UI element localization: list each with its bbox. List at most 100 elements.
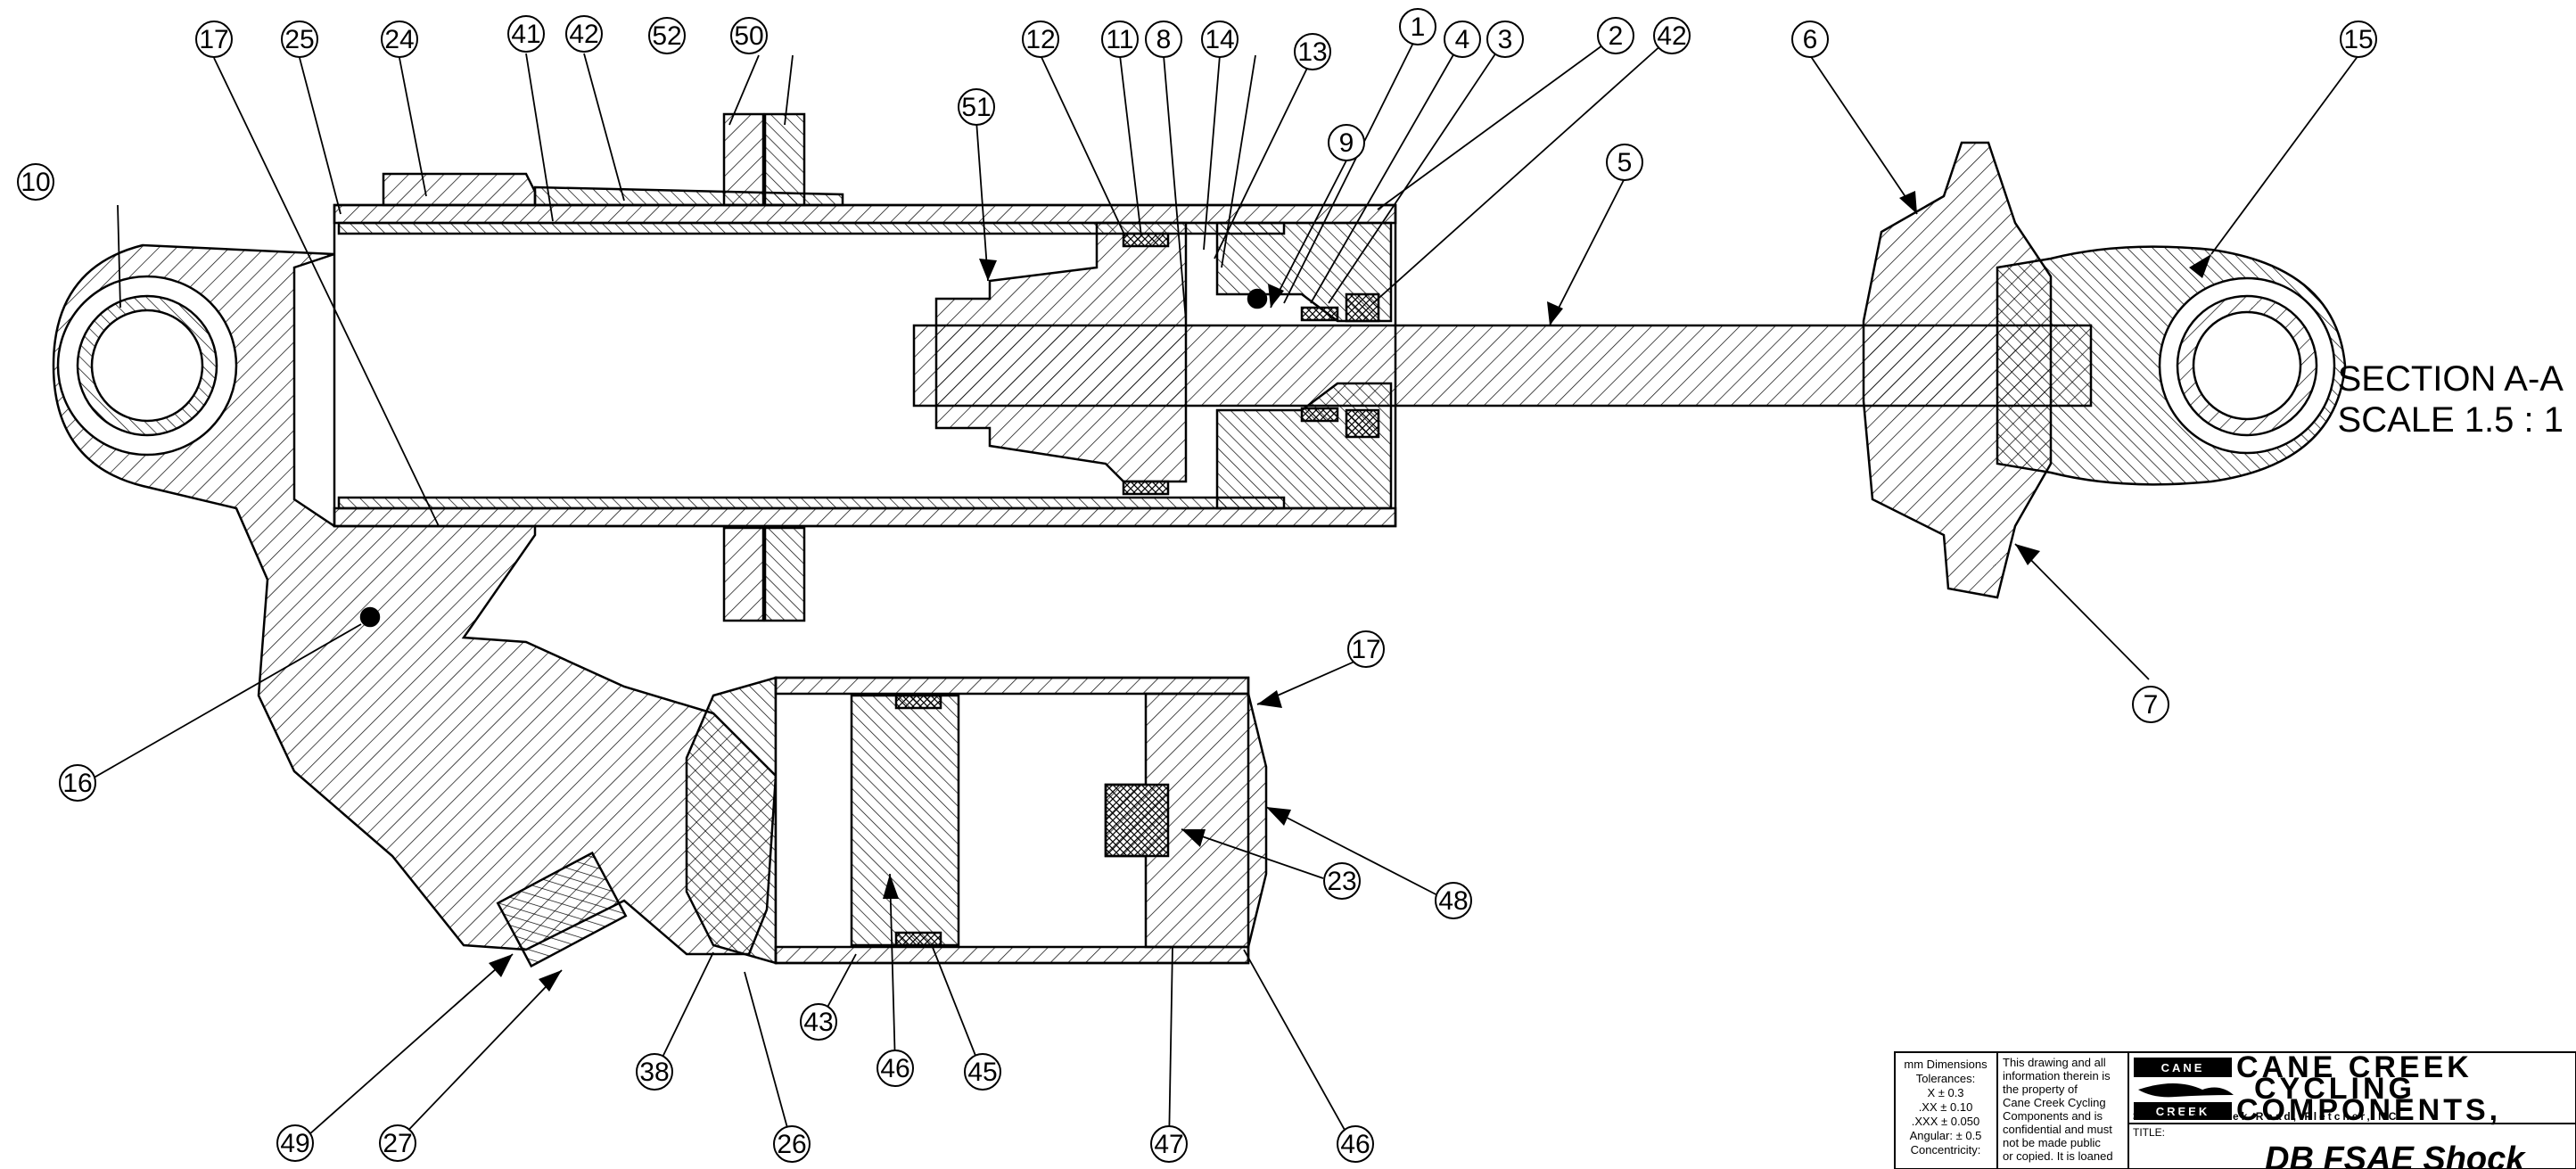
balloon-circle	[59, 764, 96, 802]
tolerance-line: .XXX ± 0.050	[1912, 1115, 1980, 1128]
right-eyelet-bore	[2192, 310, 2302, 421]
balloon-label: 46	[880, 1054, 909, 1083]
notice-line: Components and is	[2003, 1109, 2103, 1123]
balloon-circle	[2132, 686, 2169, 723]
notice-line: Cane Creek Cycling	[2003, 1096, 2106, 1109]
balloon-3: 3	[1486, 21, 1524, 58]
balloon-circle	[800, 1003, 837, 1041]
balloon-label: 48	[1438, 886, 1468, 916]
hose-fitting	[496, 851, 628, 968]
balloon-circle	[565, 15, 603, 53]
balloon-circle	[1606, 144, 1643, 181]
balloon-circle	[1328, 124, 1365, 161]
balloon-circle	[636, 1053, 673, 1091]
balloon-38: 38	[636, 1053, 673, 1091]
section-scale: SCALE 1.5 : 1	[2338, 400, 2564, 440]
reservoir-wall-bottom	[774, 945, 1250, 965]
balloon-7: 7	[2132, 686, 2169, 723]
balloon-42: 42	[1653, 17, 1691, 54]
balloon-circle	[1323, 862, 1361, 900]
balloon-11: 11	[1101, 21, 1139, 58]
ifp-seal-bottom	[894, 931, 942, 947]
check-ball-dot	[1247, 288, 1268, 309]
logo-lizard-mark	[2138, 1083, 2234, 1098]
company-line-2: CYCLING	[2254, 1072, 2416, 1106]
balloon-51: 51	[958, 88, 995, 126]
balloon-circle	[1435, 882, 1472, 919]
schrader-valve	[1104, 783, 1170, 858]
balloon-circle	[1597, 17, 1634, 54]
balloon-label: 24	[384, 25, 414, 54]
balloon-label: 3	[1498, 25, 1513, 54]
balloon-label: 41	[511, 20, 540, 49]
balloon-13: 13	[1294, 33, 1331, 70]
notice-line: or copied. It is loaned	[2003, 1149, 2113, 1163]
logo-creek: CREEK	[2156, 1105, 2210, 1118]
collar-top	[382, 172, 537, 207]
balloon-circle	[1022, 21, 1059, 58]
tolerance-line: mm Dimensions	[1904, 1058, 1988, 1071]
company-line-3: COMPONENTS,	[2236, 1093, 2501, 1127]
drawing-title: DB FSAE Shock	[2265, 1140, 2526, 1169]
balloon-26: 26	[773, 1125, 811, 1163]
balloon-label: 5	[1617, 148, 1633, 177]
adjuster-lower-b	[763, 526, 806, 622]
logo-bar-bottom	[2134, 1102, 2232, 1120]
ifp	[850, 694, 960, 947]
balloon-label: 7	[2144, 690, 2159, 720]
balloon-23: 23	[1323, 862, 1361, 900]
balloon-50: 50	[730, 17, 768, 54]
shock-geometry	[52, 112, 2347, 968]
balloon-27: 27	[379, 1124, 416, 1162]
reservoir-wall-top	[774, 676, 1250, 696]
rod-seal-top	[1300, 306, 1339, 322]
inner-tube-wall-bottom	[337, 496, 1286, 510]
outer-tube-wall-bottom	[333, 506, 1397, 528]
balloon-circle	[379, 1124, 416, 1162]
balloon-46: 46	[876, 1050, 914, 1087]
balloon-label: 47	[1154, 1130, 1183, 1159]
balloon-label: 12	[1025, 25, 1055, 54]
balloon-label: 4	[1455, 25, 1470, 54]
balloon-49: 49	[276, 1124, 314, 1162]
bleed-port-dot	[359, 606, 381, 628]
balloon-circle	[1444, 21, 1481, 58]
leader-arrowheads	[489, 191, 2211, 992]
balloon-circle	[1201, 21, 1239, 58]
balloon-43: 43	[800, 1003, 837, 1041]
balloon-15: 15	[2340, 21, 2377, 58]
balloon-label: 42	[569, 20, 598, 49]
balloon-42: 42	[565, 15, 603, 53]
balloon-label: 52	[652, 21, 681, 51]
adjuster-50	[763, 112, 806, 207]
balloon-2: 2	[1597, 17, 1634, 54]
balloon-circle	[1150, 1125, 1188, 1163]
balloon-label: 27	[383, 1129, 412, 1158]
balloon-circle	[2340, 21, 2377, 58]
balloon-circle	[1337, 1125, 1374, 1163]
balloon-9: 9	[1328, 124, 1365, 161]
balloon-label: 23	[1327, 867, 1356, 896]
balloon-label: 42	[1657, 21, 1686, 51]
balloon-label: 16	[62, 769, 92, 798]
ifp-seal-top	[894, 694, 942, 710]
balloon-circle	[1145, 21, 1182, 58]
balloon-label: 14	[1205, 25, 1234, 54]
balloon-circle	[281, 21, 318, 58]
adjuster-52	[722, 112, 765, 207]
balloon-17: 17	[195, 21, 233, 58]
tolerance-line: Angular: ± 0.5	[1910, 1129, 1982, 1142]
balloon-8: 8	[1145, 21, 1182, 58]
balloon-25: 25	[281, 21, 318, 58]
tolerance-line: Tolerances:	[1916, 1072, 1975, 1085]
balloon-4: 4	[1444, 21, 1481, 58]
bottom-out-bumper	[1862, 141, 2053, 599]
balloon-circle	[195, 21, 233, 58]
logo-bar-top	[2134, 1058, 2232, 1077]
leader-lines	[84, 33, 2359, 1147]
balloon-label: 46	[1340, 1130, 1370, 1159]
